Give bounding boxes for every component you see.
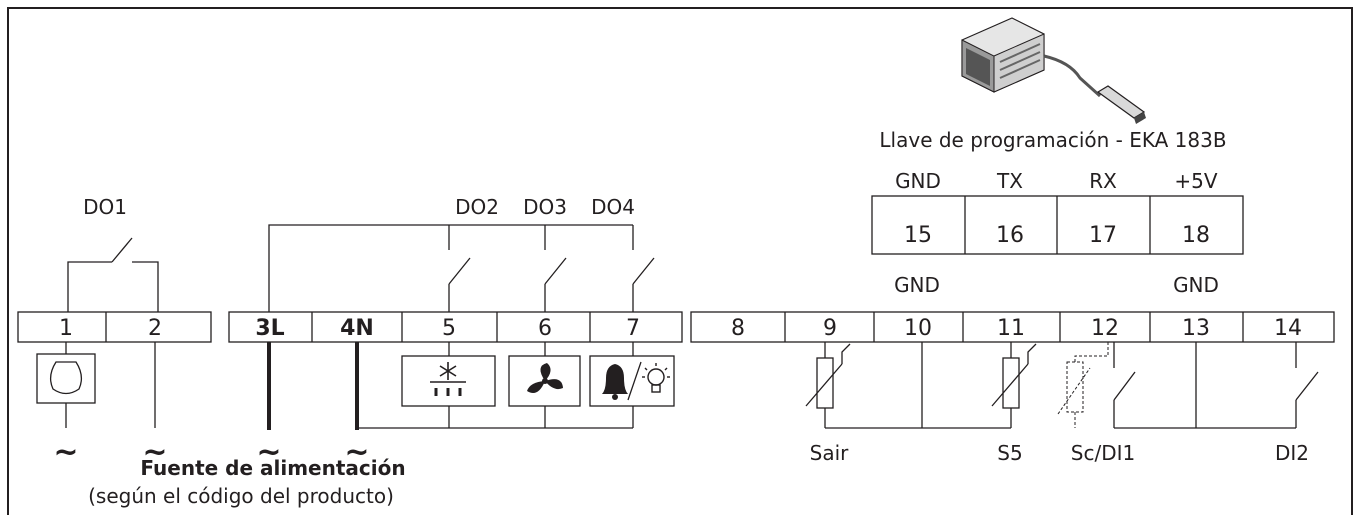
terminal-17: 17 [1089, 223, 1117, 248]
relay-switch-do3 [544, 257, 567, 312]
digital-input-di2-switch [1295, 342, 1319, 428]
relay-switch-do2 [448, 257, 471, 312]
pin-label-tx: TX [996, 169, 1023, 193]
terminal-15: 15 [904, 223, 932, 248]
pin-label-rx: RX [1089, 169, 1117, 193]
terminal-18: 18 [1182, 223, 1210, 248]
relay-switch-do4 [632, 257, 655, 312]
power-supply-title: Fuente de alimentación [140, 456, 405, 480]
sensor-label-s5: S5 [997, 441, 1022, 465]
gnd-label-10: GND [894, 273, 940, 297]
compressor-icon [49, 361, 83, 395]
terminal-13: 13 [1182, 316, 1210, 341]
terminal-16: 16 [996, 223, 1024, 248]
light-bulb-icon [642, 363, 670, 393]
terminal-block-right: 8 9 10 11 12 13 14 [690, 311, 1335, 343]
terminal-12: 12 [1091, 316, 1119, 341]
terminal-8: 8 [731, 316, 745, 341]
terminal-14: 14 [1274, 316, 1302, 341]
relay-label-do3: DO3 [523, 195, 567, 219]
alarm-light-box [589, 355, 675, 407]
fan-icon [527, 363, 563, 394]
power-tilde-3l: ~ [256, 435, 281, 470]
terminal-10: 10 [904, 316, 932, 341]
power-tilde-2: ~ [142, 435, 167, 470]
sensor-label-di2: DI2 [1275, 441, 1309, 465]
programming-key-icon [961, 17, 1146, 124]
terminal-2: 2 [148, 316, 162, 341]
sensor-label-sair: Sair [810, 441, 850, 465]
common-bus-3l [268, 224, 634, 312]
terminal-7: 7 [626, 316, 640, 341]
terminal-1: 1 [59, 316, 73, 341]
programming-pin-labels: GND TX RX +5V [895, 169, 1218, 193]
power-supply-subtitle: (según el código del producto) [88, 484, 394, 508]
programming-key-caption: Llave de programación - EKA 183B [879, 128, 1226, 152]
sensor-sair-icon [805, 342, 851, 428]
terminal-5: 5 [442, 316, 456, 341]
terminal-11: 11 [997, 316, 1025, 341]
terminal-block-left: 1 2 [17, 311, 212, 343]
power-tilde-1: ~ [53, 435, 78, 470]
relay-label-do1: DO1 [83, 195, 127, 219]
terminal-4n: 4N [340, 316, 374, 341]
sensor-s5-icon [991, 342, 1037, 428]
terminal-6: 6 [538, 316, 552, 341]
relay-switch-do1 [67, 237, 159, 312]
gnd-label-13: GND [1173, 273, 1219, 297]
defrost-icon [430, 362, 466, 396]
programming-terminal-block: 15 16 17 18 [871, 195, 1244, 255]
sensor-label-sc-di1: Sc/DI1 [1071, 441, 1135, 465]
pin-label-5v: +5V [1174, 169, 1217, 193]
terminal-9: 9 [823, 316, 837, 341]
terminal-3l: 3L [255, 316, 284, 341]
relay-label-do4: DO4 [591, 195, 635, 219]
terminal-block-power: 3L 4N 5 6 7 [228, 311, 683, 343]
sensor-sc-di1-icon [1057, 342, 1136, 428]
relay-label-do2: DO2 [455, 195, 499, 219]
power-tilde-4n: ~ [344, 435, 369, 470]
pin-label-gnd: GND [895, 169, 941, 193]
diagram-frame [7, 7, 1353, 515]
alarm-bell-icon [602, 364, 628, 400]
